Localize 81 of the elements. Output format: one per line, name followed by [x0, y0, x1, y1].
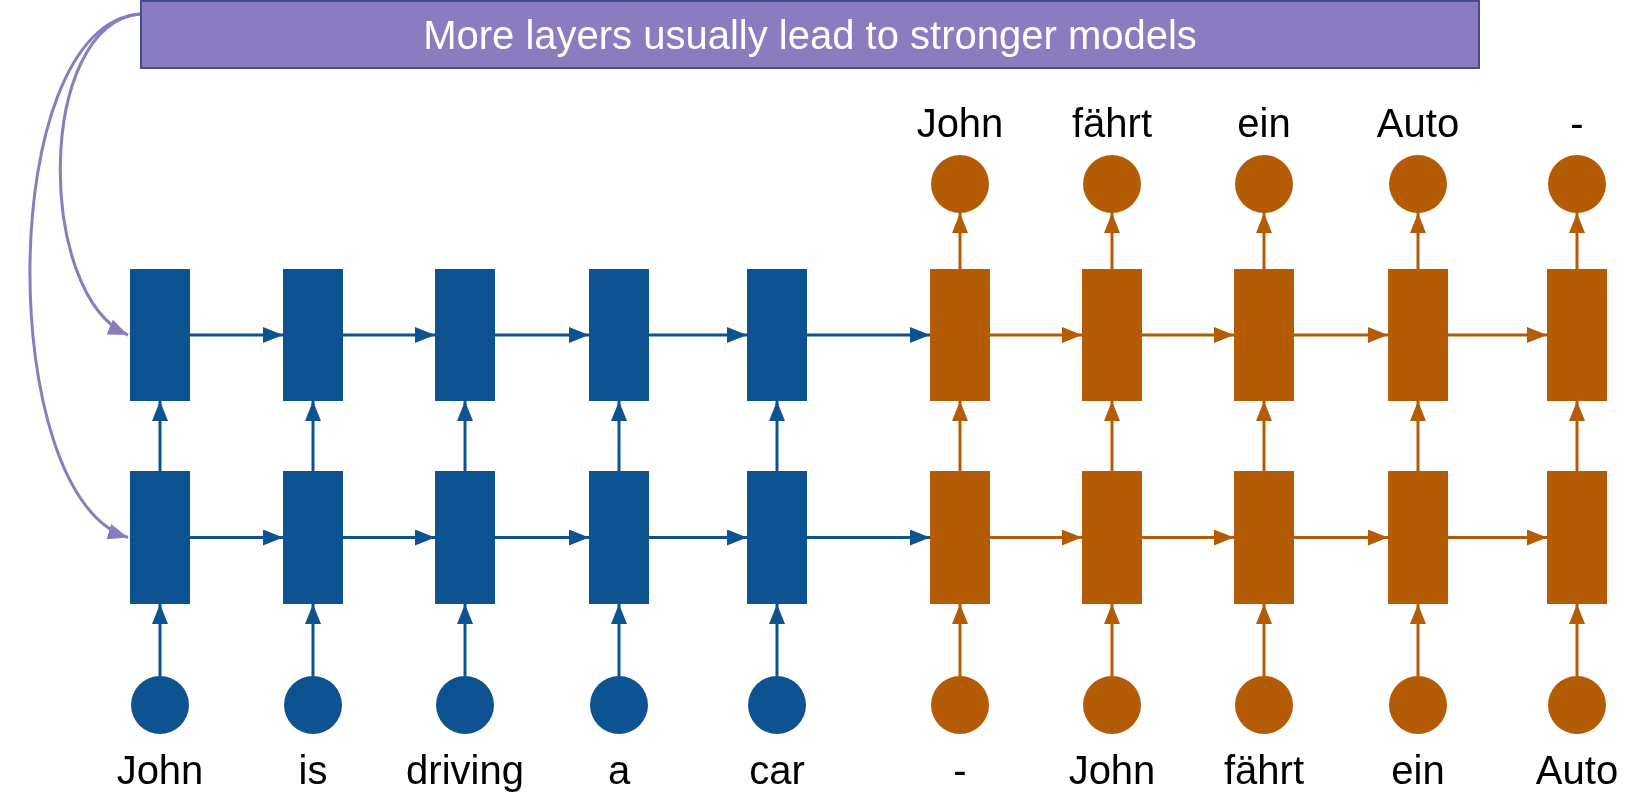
rnn-cell-box [435, 471, 495, 604]
arrow [952, 213, 968, 269]
arrow [305, 604, 321, 676]
arrow [28, 12, 141, 539]
word-label: a [607, 750, 631, 790]
word-label: is [298, 750, 328, 790]
arrow [1448, 529, 1547, 546]
arrow [1569, 604, 1585, 676]
arrow [611, 604, 627, 676]
arrow [1410, 604, 1426, 676]
arrow [769, 604, 785, 676]
word-label: fährt [1224, 750, 1304, 790]
rnn-cell-box [1082, 269, 1142, 401]
rnn-cell-box [589, 471, 649, 604]
arrow [1294, 327, 1388, 343]
word-label: car [749, 750, 805, 790]
arrow [1256, 604, 1272, 676]
rnn-cell-box [130, 269, 190, 401]
arrow [990, 529, 1082, 546]
word-label: fährt [1072, 103, 1152, 143]
rnn-cell-box [1082, 471, 1142, 604]
arrow [152, 604, 168, 676]
arrow [1256, 213, 1272, 269]
arrow [495, 327, 589, 343]
arrow [1104, 401, 1120, 471]
arrow [1410, 401, 1426, 471]
arrow [807, 529, 930, 546]
arrow [1448, 327, 1547, 343]
arrow [1569, 401, 1585, 471]
arrow [1294, 529, 1388, 546]
rnn-cell-box [1234, 471, 1294, 604]
rnn-cell-box [1388, 471, 1448, 604]
word-label: John [1068, 750, 1156, 790]
arrow [343, 327, 435, 343]
rnn-cell-box [1234, 269, 1294, 401]
rnn-cell-box [1547, 471, 1607, 604]
rnn-cell-box [283, 269, 343, 401]
arrow [457, 401, 473, 471]
word-label: ein [1391, 750, 1445, 790]
arrow [611, 401, 627, 471]
arrow [990, 327, 1082, 343]
rnn-cell-box [1388, 269, 1448, 401]
banner-text: More layers usually lead to stronger models [423, 14, 1197, 55]
arrow [1410, 213, 1426, 269]
rnn-cell-box [747, 269, 807, 401]
arrow [952, 604, 968, 676]
arrow [343, 529, 435, 546]
arrow [807, 327, 930, 343]
word-label: driving [406, 750, 524, 790]
arrow [495, 529, 589, 546]
arrow [190, 529, 283, 546]
word-label: ein [1237, 103, 1291, 143]
arrow [1256, 401, 1272, 471]
arrow [649, 529, 747, 546]
arrow [1104, 604, 1120, 676]
arrow [190, 327, 283, 343]
arrow [457, 604, 473, 676]
rnn-cell-box [435, 269, 495, 401]
rnn-cell-box [130, 471, 190, 604]
banner [140, 0, 1480, 69]
rnn-cell-box [1547, 269, 1607, 401]
word-label: Auto [1376, 103, 1460, 143]
word-label: - [953, 750, 967, 790]
arrow [1142, 327, 1234, 343]
word-label: John [916, 103, 1004, 143]
arrow [1104, 213, 1120, 269]
arrow [1142, 529, 1234, 546]
arrow [952, 401, 968, 471]
word-label: - [1570, 103, 1584, 143]
arrow [649, 327, 747, 343]
rnn-cell-box [930, 269, 990, 401]
rnn-cell-box [747, 471, 807, 604]
rnn-cell-box [930, 471, 990, 604]
arrow [152, 401, 168, 471]
rnn-cell-box [283, 471, 343, 604]
arrow [1569, 213, 1585, 269]
rnn-cell-box [589, 269, 649, 401]
word-label: Auto [1535, 750, 1619, 790]
arrow [305, 401, 321, 471]
arrow [769, 401, 785, 471]
word-label: John [116, 750, 204, 790]
